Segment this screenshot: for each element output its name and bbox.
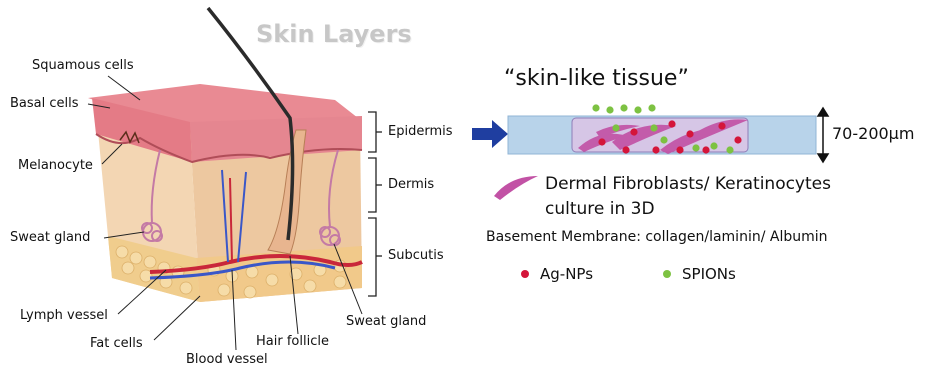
- fibroblast-caption-line1: Dermal Fibroblasts/ Keratinocytes: [545, 174, 831, 194]
- ag-np-legend-dot: [521, 270, 529, 278]
- tissue-title: “skin-like tissue”: [504, 66, 689, 91]
- legend-ag-nps: Ag-NPs: [540, 265, 593, 283]
- thickness-arrow: [818, 108, 828, 162]
- thickness-label: 70-200µm: [832, 124, 914, 143]
- legend-spions: SPIONs: [682, 265, 736, 283]
- fibroblast-caption-line2: culture in 3D: [545, 199, 655, 219]
- membrane-caption: Basement Membrane: collagen/laminin/ Alb…: [486, 229, 828, 245]
- spion-legend-dot: [663, 270, 671, 278]
- fibroblast-legend-icon: [494, 176, 538, 200]
